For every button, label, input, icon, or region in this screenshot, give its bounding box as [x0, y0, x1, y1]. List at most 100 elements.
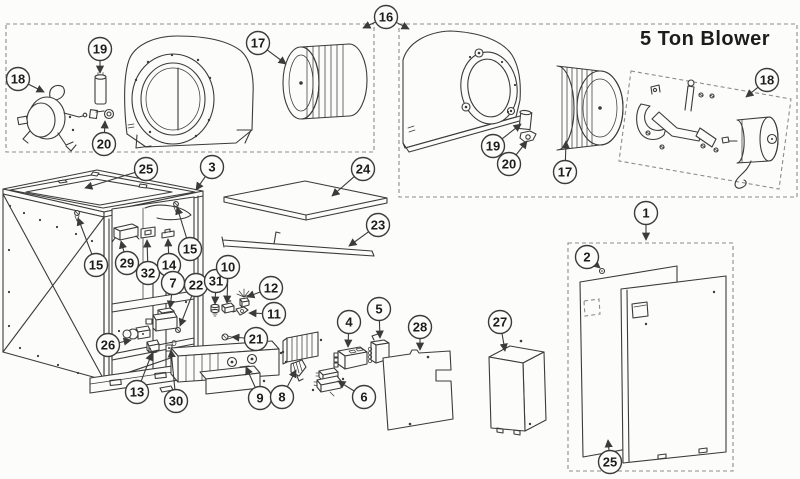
left-blower-inset-box [5, 23, 375, 153]
standoff-31 [210, 303, 220, 317]
callout-number: 5 [375, 302, 382, 317]
door-panels [579, 265, 727, 464]
callout-number: 28 [413, 320, 427, 335]
callout-number: 6 [360, 390, 367, 405]
screw-21 [221, 333, 234, 341]
callout-number: 2 [583, 250, 590, 265]
callout-number: 3 [208, 160, 215, 175]
callout-number: 25 [139, 162, 153, 177]
outer-door-panel [620, 275, 727, 464]
callout-3: 3 [195, 154, 225, 191]
diagram-title: 5 Ton Blower [640, 28, 770, 50]
callout-17: 17 [552, 140, 578, 185]
motor-mount-hardware-18 [636, 79, 719, 153]
support-rod-23 [221, 231, 375, 257]
callout-number: 12 [264, 281, 278, 296]
callout-19: 19 [480, 123, 522, 159]
mounting-panel-28 [382, 349, 454, 431]
motor-mount-inset-box [618, 70, 792, 190]
callout-25: 25 [597, 439, 623, 475]
callout-number: 7 [169, 276, 176, 291]
relay-4 [333, 346, 368, 370]
blower-housing-right [402, 30, 524, 153]
callout-15: 15 [175, 206, 203, 262]
callout-13: 13 [124, 352, 154, 405]
callout-20: 20 [91, 120, 117, 157]
callout-5: 5 [366, 296, 392, 339]
blower-wheel-17-left [282, 43, 368, 120]
callout-8: 8 [269, 369, 297, 410]
callout-number: 17 [251, 36, 265, 51]
callout-6: 6 [337, 380, 377, 410]
callout-32: 32 [135, 239, 161, 286]
callout-1: 1 [633, 200, 659, 241]
callout-29: 29 [114, 240, 140, 276]
callout-10: 10 [215, 254, 241, 304]
callout-27: 27 [487, 309, 513, 352]
callout-19: 19 [87, 36, 113, 74]
callout-number: 27 [493, 315, 507, 330]
clip-14 [161, 228, 175, 239]
callout-number: 15 [89, 258, 103, 273]
callout-4: 4 [336, 309, 362, 348]
callout-28: 28 [407, 314, 433, 351]
callout-number: 30 [169, 394, 183, 409]
callout-number: 13 [130, 385, 144, 400]
callout-number: 10 [221, 260, 235, 275]
bracket-8 [290, 359, 307, 382]
callout-number: 20 [97, 137, 111, 152]
burner-assembly-9 [170, 340, 288, 395]
callout-number: 8 [278, 390, 285, 405]
callout-number: 18 [11, 72, 25, 87]
callout-number: 16 [379, 10, 393, 25]
callout-15: 15 [76, 217, 109, 278]
callout-18: 18 [745, 67, 780, 98]
callout-18: 18 [5, 66, 45, 93]
blower-motor-18 [16, 84, 87, 152]
callout-24: 24 [331, 156, 376, 197]
screw-22 [171, 327, 181, 346]
callout-17: 17 [245, 30, 287, 65]
gas-valve-7 [145, 307, 178, 332]
callout-number: 23 [371, 218, 385, 233]
callout-2: 2 [574, 244, 601, 270]
callout-number: 15 [183, 242, 197, 257]
callout-11: 11 [248, 301, 287, 327]
right-blower-inset-box [398, 23, 798, 198]
callout-12: 12 [246, 275, 284, 301]
callout-20: 20 [496, 140, 528, 177]
callout-number: 21 [249, 332, 263, 347]
callout-number: 22 [189, 278, 203, 293]
callout-30: 30 [163, 349, 189, 414]
callout-26: 26 [95, 332, 132, 358]
callout-number: 14 [162, 258, 177, 273]
callout-number: 26 [101, 338, 115, 353]
inducer-assembly-26 [122, 325, 151, 340]
motor-clamp-20 [82, 108, 115, 120]
callout-21: 21 [231, 326, 269, 352]
callout-number: 19 [93, 42, 107, 57]
control-box-27 [488, 339, 547, 436]
furnace-cabinet [2, 169, 204, 394]
callout-number: 9 [256, 391, 263, 406]
callout-number: 19 [486, 139, 500, 154]
plate-32 [140, 226, 156, 239]
capacitor-19 [94, 72, 107, 105]
callout-14: 14 [156, 238, 182, 278]
relay-bracket-29 [111, 223, 140, 243]
callout-number: 25 [603, 455, 617, 470]
door-panel-inset-box [567, 242, 734, 472]
capacitor-19-right [518, 109, 533, 131]
callout-number: 20 [502, 157, 516, 172]
top-panel-24 [223, 180, 388, 221]
callout-number: 31 [209, 274, 223, 289]
callout-number: 17 [558, 165, 572, 180]
motor-clamp-20-right [519, 130, 537, 143]
blower-housing-left [124, 35, 254, 149]
callout-number: 11 [267, 307, 281, 322]
fitting-11 [232, 306, 249, 316]
blower-motor-right [721, 116, 779, 189]
callout-number: 24 [356, 162, 371, 177]
